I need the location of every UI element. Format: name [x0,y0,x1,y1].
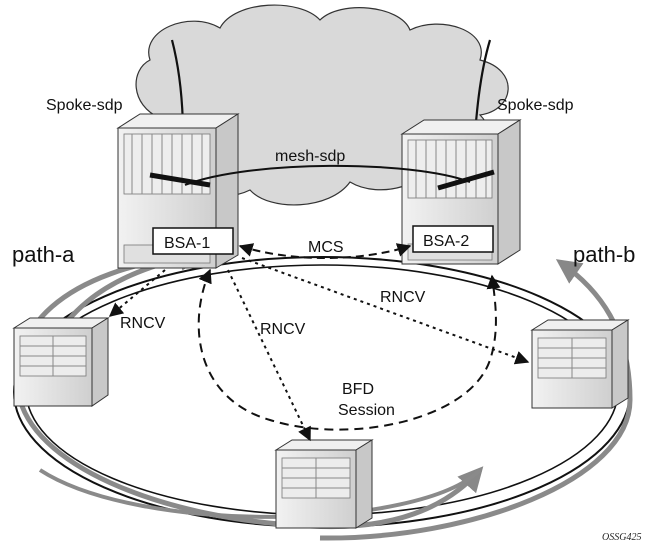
mesh-sdp-label: mesh-sdp [275,148,345,165]
bsa-2-chassis [400,119,522,265]
path-a-arrow [15,251,484,530]
rncv-center-label: RNCV [260,321,306,338]
sdp-bar-left [149,172,211,188]
bsa-1-label: BSA-1 [164,235,210,252]
rncv-left-label: RNCV [120,315,166,332]
sdp-bar-right [437,169,495,191]
router-right [530,319,630,409]
router-left [12,317,110,407]
router-bottom [274,439,374,529]
figure-code: OSSG425 [602,532,641,543]
path-a-arrow-tail [38,468,482,519]
bsa-1-box [152,227,234,255]
bsa-2-label: BSA-2 [423,233,469,250]
rncv-right-label: RNCV [380,289,426,306]
spoke-sdp-left-label: Spoke-sdp [46,97,123,114]
rncv-left-line [108,269,166,317]
path-b-arrow [319,259,633,541]
mcs-label: MCS [308,239,344,256]
rncv-center-line [227,269,311,442]
session-label: Session [338,402,395,419]
bsa-2-box [412,225,494,253]
mesh-sdp-line [184,164,471,186]
spoke-sdp-right-label: Spoke-sdp [497,97,574,114]
path-a-label: path-a [12,242,75,267]
rncv-right-line [241,257,530,365]
bfd-label: BFD [342,381,374,398]
path-b-label: path-b [573,242,635,267]
mcs-line [238,243,412,259]
bfd-session-loop [197,268,501,431]
